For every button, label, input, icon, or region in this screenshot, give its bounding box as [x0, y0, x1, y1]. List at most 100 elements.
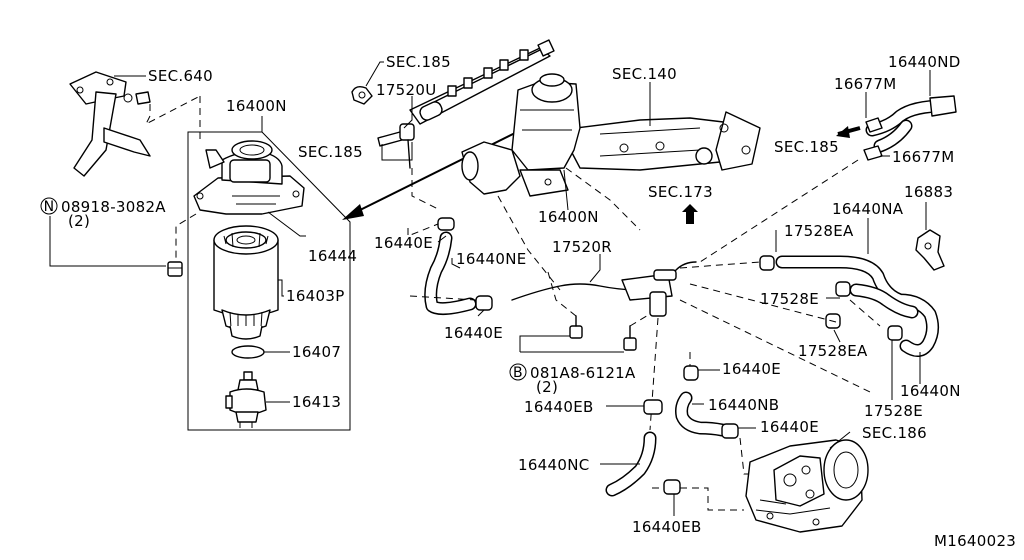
- clamp-16440e-b: [475, 295, 493, 311]
- label-sec640: SEC.640: [148, 67, 213, 85]
- 16440ne-leader: [451, 258, 461, 269]
- fuel-line-17520r: [511, 261, 697, 317]
- label-16883: 16883: [904, 183, 953, 201]
- label-08918: 08918-3082A: [61, 198, 166, 216]
- 17520u-leader: [403, 96, 413, 129]
- nut-part: [167, 261, 183, 277]
- clamp-17528e-bottom: [887, 325, 903, 341]
- label-16440na: 16440NA: [832, 200, 904, 218]
- filter-leaders: [175, 96, 306, 403]
- clamp-dash-a: [679, 261, 761, 269]
- label-sec185-left: SEC.185: [298, 143, 363, 161]
- label-16400n-box: 16400N: [226, 97, 287, 115]
- bracket-part: [69, 71, 151, 177]
- hose-16440ne: [424, 231, 477, 316]
- 17528ea-bottom-leader: [833, 329, 841, 343]
- 17520r-leader: [589, 254, 601, 283]
- hose-16440nc: [605, 431, 657, 497]
- label-16440nc: 16440NC: [518, 456, 590, 474]
- assembly-arrow: [342, 127, 526, 220]
- 16440eb-bottom-dash-b: [680, 487, 744, 511]
- label-17528ea-bottom: 17528EA: [798, 342, 868, 360]
- injection-pump-sec186: [745, 439, 869, 533]
- clamp-16440eb-bottom: [663, 479, 681, 495]
- label-sec140: SEC.140: [612, 65, 677, 83]
- label-16440eb-mid: 16440EB: [524, 398, 594, 416]
- filter-cartridge-part: [213, 225, 279, 340]
- bolt-dash-b: [629, 313, 651, 327]
- clamp-16677m-top: [865, 117, 883, 133]
- sec173-arrow: [682, 204, 698, 224]
- label-sec186: SEC.186: [862, 424, 927, 442]
- label-sec173: SEC.173: [648, 183, 713, 201]
- b-marker-circle: [509, 363, 527, 381]
- 16440e-a-dash: [407, 223, 439, 237]
- label-16440nb: 16440NB: [708, 396, 779, 414]
- label-16440e-c: 16440E: [722, 360, 781, 378]
- hose-16440na: [775, 255, 940, 357]
- b-marker: B: [513, 365, 523, 381]
- label-08918-qty: (2): [68, 212, 90, 230]
- pump-dash-b: [497, 195, 561, 291]
- rail-dash: [411, 168, 441, 211]
- label-16677m-top: 16677M: [834, 75, 896, 93]
- sec185-arrow-right: [836, 126, 861, 138]
- diagonal-dash: [699, 159, 859, 263]
- drawing-id: M1640023: [934, 532, 1016, 550]
- sec185-left-leader: [381, 142, 413, 161]
- label-16403p: 16403P: [286, 287, 345, 305]
- clamp-16677m-right: [863, 145, 883, 161]
- center-vertical-dash: [649, 317, 659, 431]
- intake-manifold-part: [559, 111, 761, 171]
- clamp-17528ea-top: [759, 255, 775, 271]
- label-16440n: 16440N: [900, 382, 961, 400]
- 16440e-a-leader: [437, 235, 447, 243]
- fuel-pump-16400n: [461, 73, 581, 197]
- common-rail-part: [409, 39, 555, 125]
- label-081a8-qty: (2): [536, 378, 558, 396]
- label-16400n-center: 16400N: [538, 208, 599, 226]
- bolt-081a8: [569, 315, 637, 351]
- hose-16440nd: [865, 95, 957, 153]
- 16440e-d-dash: [739, 437, 760, 475]
- label-16444: 16444: [308, 247, 357, 265]
- clamp-17528e-mid: [835, 281, 851, 297]
- pump-dash-a: [565, 167, 641, 231]
- label-16413: 16413: [292, 393, 341, 411]
- label-16440e-a: 16440E: [374, 234, 433, 252]
- label-sec185-right: SEC.185: [774, 138, 839, 156]
- sec185-fitting-part: [351, 85, 373, 105]
- banjo-bolt-part: [377, 123, 415, 169]
- bolt-dash-a: [547, 271, 577, 317]
- 16400n-center-leader: [563, 169, 569, 211]
- clip-16883: [915, 229, 945, 271]
- label-sec185-top: SEC.185: [386, 53, 451, 71]
- clamp-16440e-a: [437, 217, 455, 231]
- clamp-16440e-d: [721, 423, 739, 439]
- sec185-top-leader: [365, 61, 384, 87]
- label-17520u: 17520U: [376, 81, 437, 99]
- clamp-16440eb-mid: [643, 399, 663, 415]
- 081a8-leader-a: [519, 335, 570, 352]
- label-17528ea-top: 17528EA: [784, 222, 854, 240]
- clamp-dash-d: [849, 299, 881, 327]
- label-16677m-right: 16677M: [892, 148, 954, 166]
- label-17520r: 17520R: [552, 238, 612, 256]
- label-16440e-b: 16440E: [444, 324, 503, 342]
- 16440e-b-leader: [477, 309, 485, 317]
- filter-assembly-box: [187, 116, 351, 431]
- label-16440ne: 16440NE: [456, 250, 527, 268]
- sensor-part: [225, 371, 267, 428]
- hose-16440nb: [675, 391, 729, 437]
- label-16440nd: 16440ND: [888, 53, 961, 71]
- n-marker-circle: [40, 197, 58, 215]
- label-081a8: 081A8-6121A: [530, 364, 636, 382]
- o-ring-part: [231, 345, 265, 359]
- labels: SEC.640 16400N SEC.185 17520U SEC.185 SE…: [40, 53, 1016, 550]
- label-17528e-bottom: 17528E: [864, 402, 923, 420]
- filter-head-part: [193, 140, 305, 215]
- clamp-16440e-c: [683, 365, 699, 381]
- clamp-dash-b: [689, 283, 837, 323]
- bracket-dash: [144, 95, 201, 126]
